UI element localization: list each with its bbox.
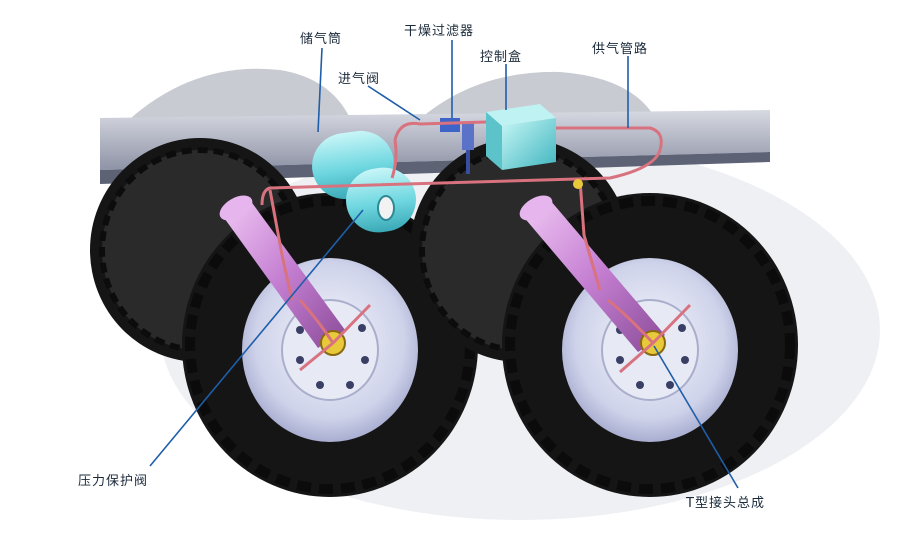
control-box [486,104,556,170]
air-pipe-network [260,120,692,374]
axle-tube-rear [222,200,345,348]
axle-tubes [219,195,665,352]
t-joint-assembly-label: T型接头总成 [686,496,765,511]
storage-tank-label: 储气筒 [300,32,343,47]
rear-fender [120,68,350,128]
control-box-label: 控制盒 [480,50,523,65]
supply-pipe-label: 供气管路 [592,42,649,57]
t-joint-fitting-top [573,179,583,189]
intake-valve-label: 进气阀 [338,72,381,87]
axle-tube-front [522,200,665,352]
pressure-protection-valve-label: 压力保护阀 [78,474,149,489]
dryer-filter-label: 干燥过滤器 [404,24,475,39]
leader-lines [149,40,739,489]
